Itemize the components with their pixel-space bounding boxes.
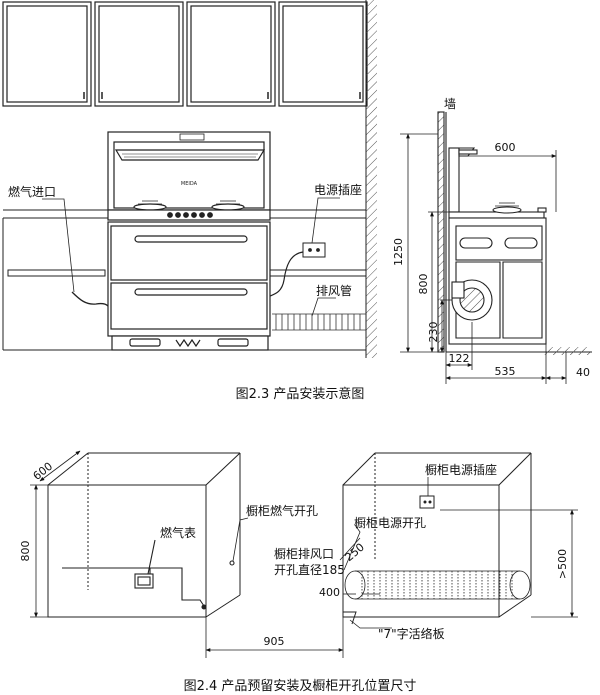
dim-600-side: 600 [495, 141, 516, 154]
figure-2-3: MEIDA [2, 0, 592, 402]
figure-2-4: 燃气表 [19, 450, 578, 694]
brand-logo: MEIDA [181, 181, 198, 187]
label-cabinet-gas-hole: 橱柜燃气开孔 [246, 503, 318, 518]
side-view [437, 111, 592, 355]
dim-400: 400 [319, 586, 340, 599]
label-cabinet-power-hole: 橱柜电源开孔 [354, 516, 426, 530]
dim-40: 40 [576, 366, 590, 379]
dim-over-500: >500 [556, 549, 569, 579]
dim-905: 905 [264, 635, 285, 648]
dimension-lines-fig2 [30, 450, 578, 658]
caption-fig-2-4: 图2.4 产品预留安装及橱柜开孔位置尺寸 [184, 679, 417, 694]
gas-meter-pipe [62, 539, 235, 610]
label-wall: 墙 [444, 97, 456, 111]
label-cabinet-socket: 橱柜电源插座 [425, 462, 497, 477]
dim-230: 230 [427, 322, 440, 343]
power-socket [269, 242, 326, 297]
label-exhaust-pipe: 排风管 [316, 283, 352, 298]
label-exhaust-hole-2: 开孔直径185 [274, 563, 345, 577]
dim-122: 122 [449, 352, 470, 365]
leader-lines [42, 197, 340, 317]
caption-fig-2-3: 图2.3 产品安装示意图 [236, 386, 365, 402]
dim-800-side: 800 [417, 274, 430, 295]
dimension-lines-fig1 [400, 133, 567, 384]
floor-hatch [546, 347, 590, 355]
cabinet-socket [419, 495, 435, 509]
wall-cabinets [2, 1, 368, 107]
label-gas-meter: 燃气表 [160, 525, 196, 540]
right-cabinet [342, 452, 532, 618]
dim-1250: 1250 [392, 238, 405, 266]
dim-250: 250 [343, 541, 367, 564]
dim-600-cabinet: 600 [31, 460, 56, 483]
label-power-socket: 电源插座 [314, 182, 362, 197]
gas-pipe [71, 291, 109, 307]
side-wall-hatch [366, 0, 377, 358]
label-gas-inlet: 燃气进口 [8, 184, 56, 199]
exhaust-grille [272, 313, 366, 331]
label-exhaust-hole-1: 橱柜排风口 [274, 547, 334, 561]
exhaust-duct [344, 570, 531, 600]
integrated-stove [107, 131, 271, 351]
leader-lines-fig2 [232, 477, 429, 629]
left-cabinet [47, 452, 241, 618]
seven-board [343, 611, 357, 625]
dim-535: 535 [495, 365, 516, 378]
dim-800-cabinet: 800 [19, 541, 32, 562]
label-seven-board: "7"字活络板 [378, 626, 445, 641]
